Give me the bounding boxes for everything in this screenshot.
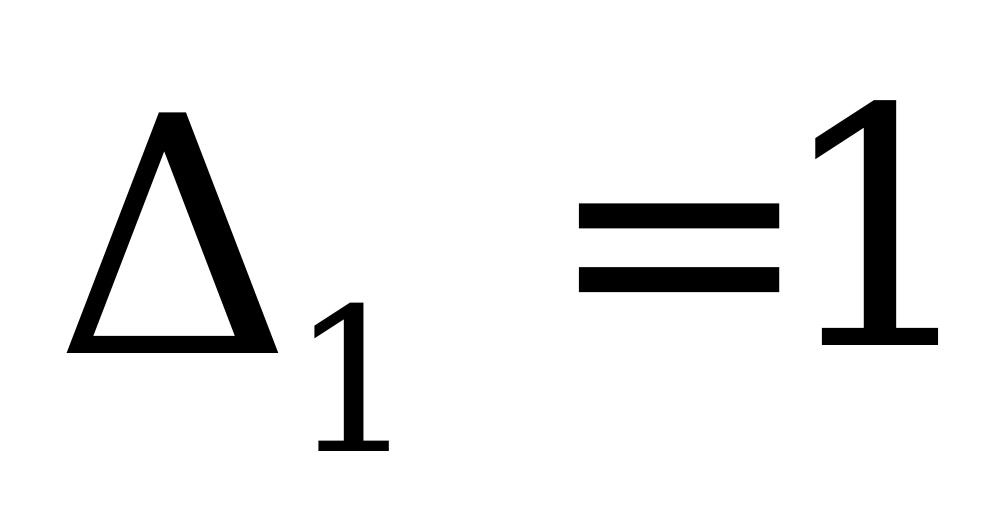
equation-value: 1 (775, 39, 985, 423)
subscript-index: 1 (290, 266, 418, 499)
delta-symbol: Δ (54, 47, 293, 431)
equals-sign: = (545, 52, 814, 424)
